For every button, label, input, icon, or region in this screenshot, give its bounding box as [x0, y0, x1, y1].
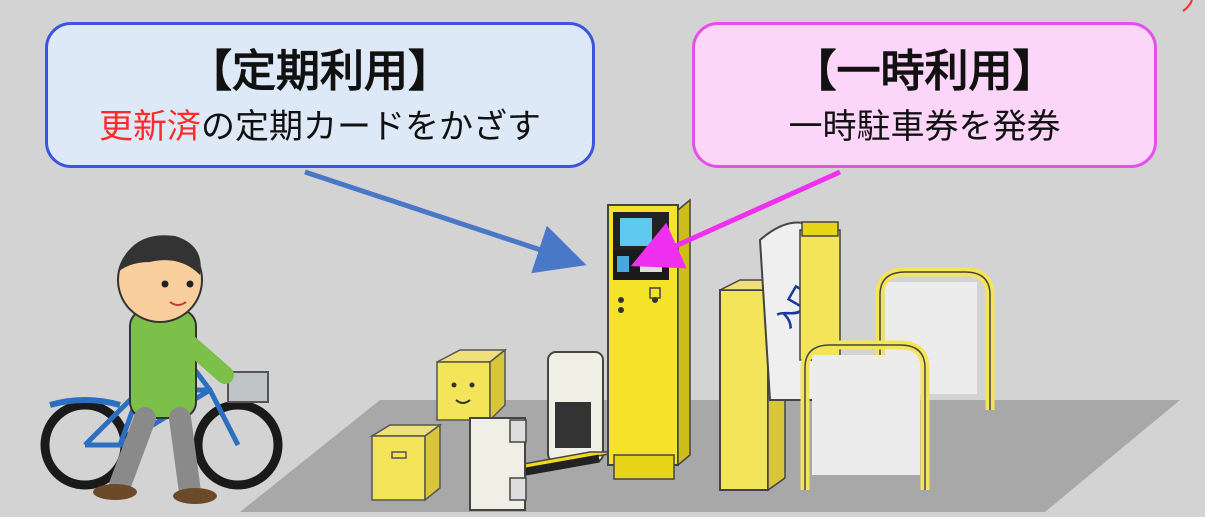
- temporary-subtitle: 一時駐車券を発券: [788, 107, 1061, 147]
- temporary-callout: 【一時利用】 一時駐車券を発券: [692, 22, 1157, 168]
- temporary-title: 【一時利用】: [792, 46, 1057, 97]
- entrance-gate-panel: 入口: [758, 221, 841, 401]
- commuter-subtitle-rest: の定期カードをかざす: [201, 107, 541, 147]
- commuter-subtitle-emphasis: 更新済: [99, 107, 201, 147]
- vehicle-detector: [547, 351, 604, 463]
- commuter-subtitle: 更新済の定期カードをかざす: [48, 105, 592, 149]
- commuter-title: 【定期利用】: [188, 46, 452, 97]
- guard-arch-back: [875, 267, 995, 420]
- yellow-small-box: [369, 423, 443, 502]
- yellow-cube-face: [436, 348, 508, 422]
- arrow-commuter: [304, 169, 587, 274]
- commuter-callout: 【定期利用】 更新済の定期カードをかざす: [45, 22, 595, 168]
- ticket-machine: [607, 198, 691, 480]
- corner-mark: [1182, 0, 1193, 12]
- arrow-temporary: [630, 169, 842, 269]
- person: [93, 235, 234, 504]
- white-pedestal: [469, 417, 527, 511]
- guard-arch-front: [800, 340, 930, 490]
